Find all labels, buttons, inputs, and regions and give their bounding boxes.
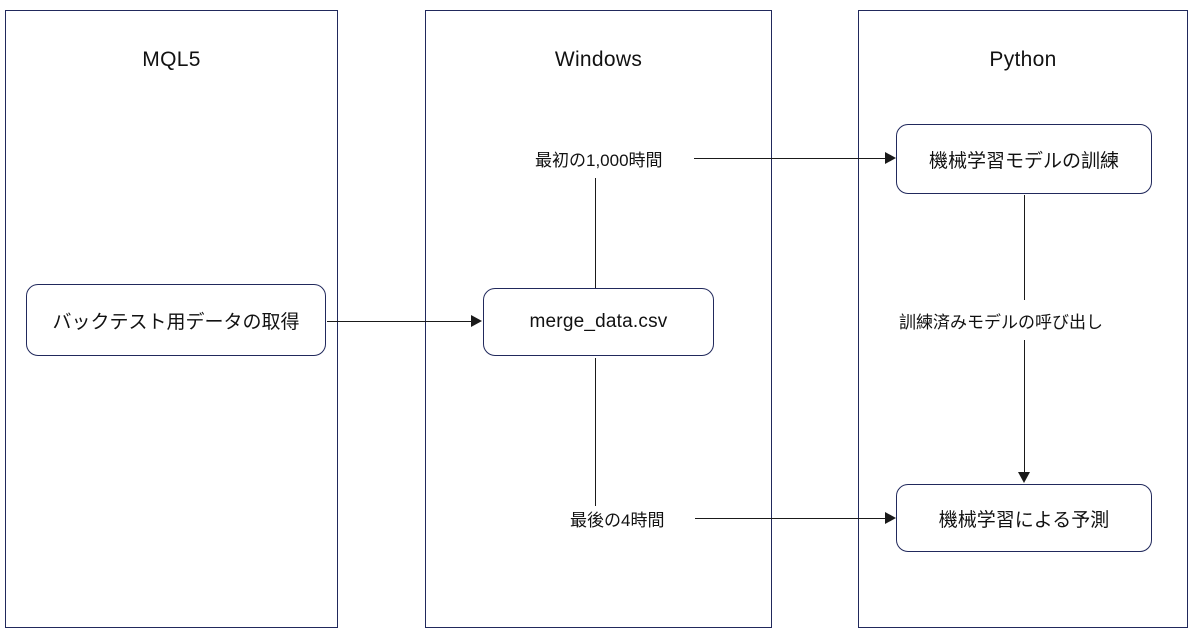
lane-title-mql5: MQL5 <box>142 48 201 71</box>
lane-title-python: Python <box>989 48 1057 71</box>
edge-last4-to-predict <box>695 518 890 519</box>
edge-first1000-to-train-arrowhead <box>885 152 896 164</box>
node-merge-data-csv-label: merge_data.csv <box>529 311 668 332</box>
edge-merge-up-branch <box>595 178 596 288</box>
node-fetch-backtest-data-label: バックテスト用データの取得 <box>52 311 300 333</box>
edge-label-last-4-hours: 最後の4時間 <box>568 506 667 531</box>
edge-label-load-trained-model: 訓練済みモデルの呼び出し <box>897 308 1105 333</box>
node-fetch-backtest-data[interactable]: バックテスト用データの取得 <box>26 284 326 356</box>
node-predict-label: 機械学習による予測 <box>938 509 1110 531</box>
edge-train-to-predict-lower <box>1024 340 1025 476</box>
node-train-model[interactable]: 機械学習モデルの訓練 <box>896 124 1152 194</box>
lane-title-windows: Windows <box>554 48 643 71</box>
edge-first1000-to-train <box>694 158 890 159</box>
edge-train-to-predict-arrowhead <box>1018 472 1030 483</box>
edge-fetch-to-merge <box>327 321 475 322</box>
edge-last4-to-predict-arrowhead <box>885 512 896 524</box>
edge-merge-down-branch <box>595 358 596 518</box>
node-train-model-label: 機械学習モデルの訓練 <box>928 150 1119 172</box>
node-merge-data-csv[interactable]: merge_data.csv <box>483 288 714 356</box>
edge-label-first-1000-hours: 最初の1,000時間 <box>533 146 665 171</box>
edge-fetch-to-merge-arrowhead <box>471 315 482 327</box>
edge-train-to-predict-upper <box>1024 195 1025 300</box>
node-predict[interactable]: 機械学習による予測 <box>896 484 1152 552</box>
